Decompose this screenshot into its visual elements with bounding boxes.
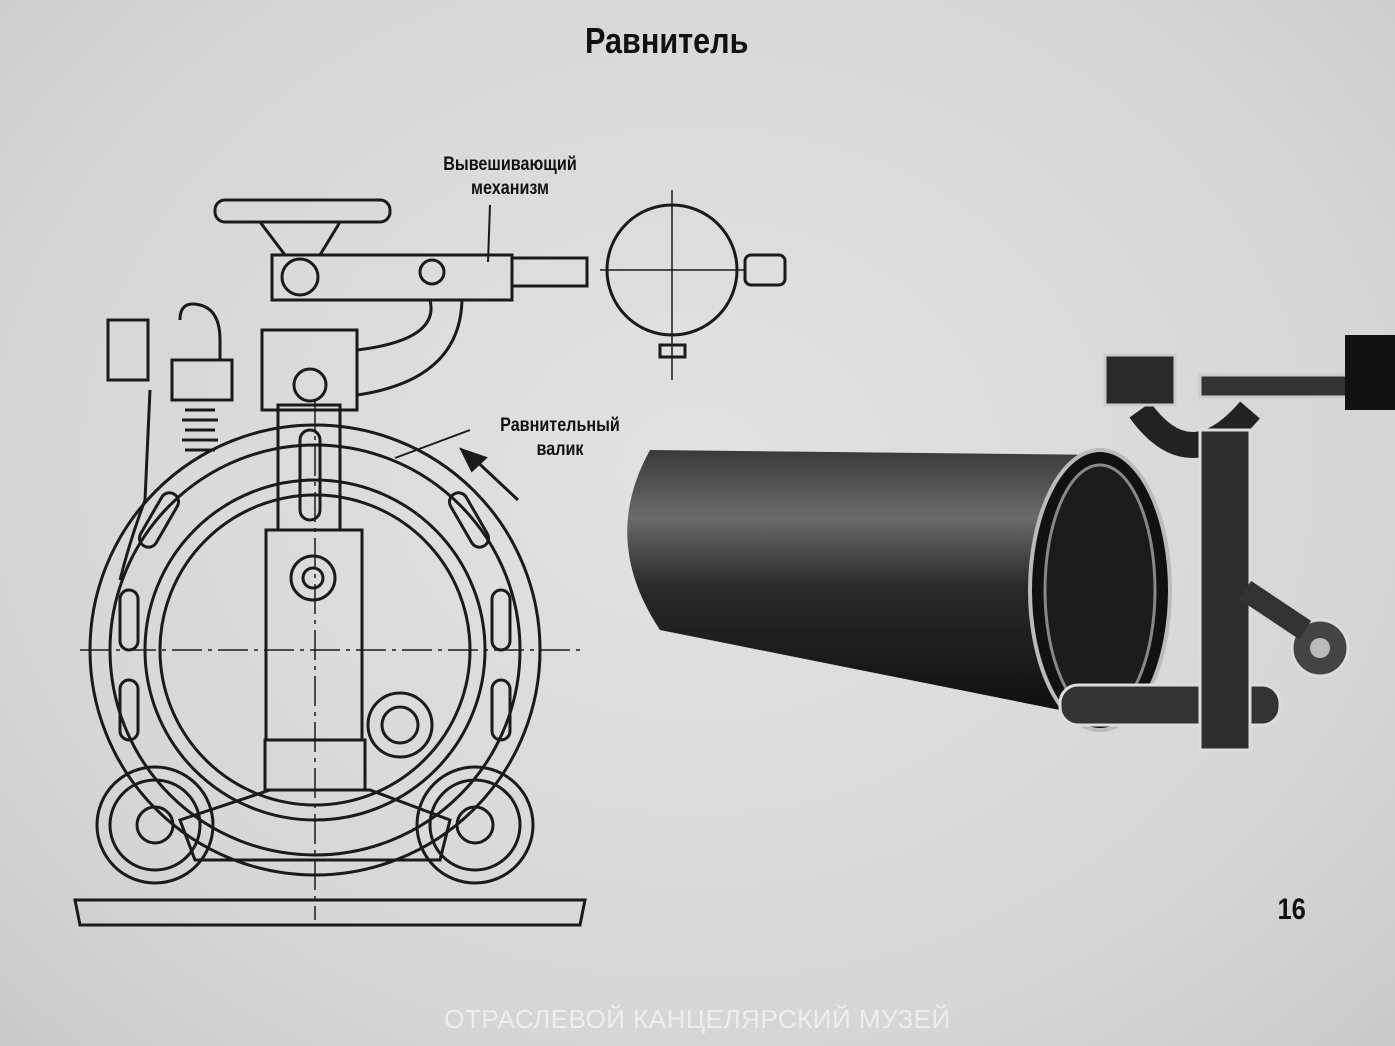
- label-line: Вывешивающий: [443, 154, 577, 175]
- label-leveling-roller: Равнительный валик: [475, 414, 645, 462]
- leveler-schematic: [73, 190, 787, 927]
- label-line: Равнительный: [500, 415, 620, 436]
- watermark: ОТРАСЛЕВОЙ КАНЦЕЛЯРСКИЙ МУЗЕЙ: [444, 1004, 951, 1034]
- roller-photo-illustration: [627, 335, 1395, 752]
- label-hanging-mechanism: Вывешивающий механизм: [408, 153, 612, 201]
- slide-title: Равнитель: [585, 20, 749, 61]
- label-line: валик: [536, 439, 584, 460]
- page-number: 16: [1277, 893, 1306, 926]
- label-line: механизм: [471, 178, 549, 199]
